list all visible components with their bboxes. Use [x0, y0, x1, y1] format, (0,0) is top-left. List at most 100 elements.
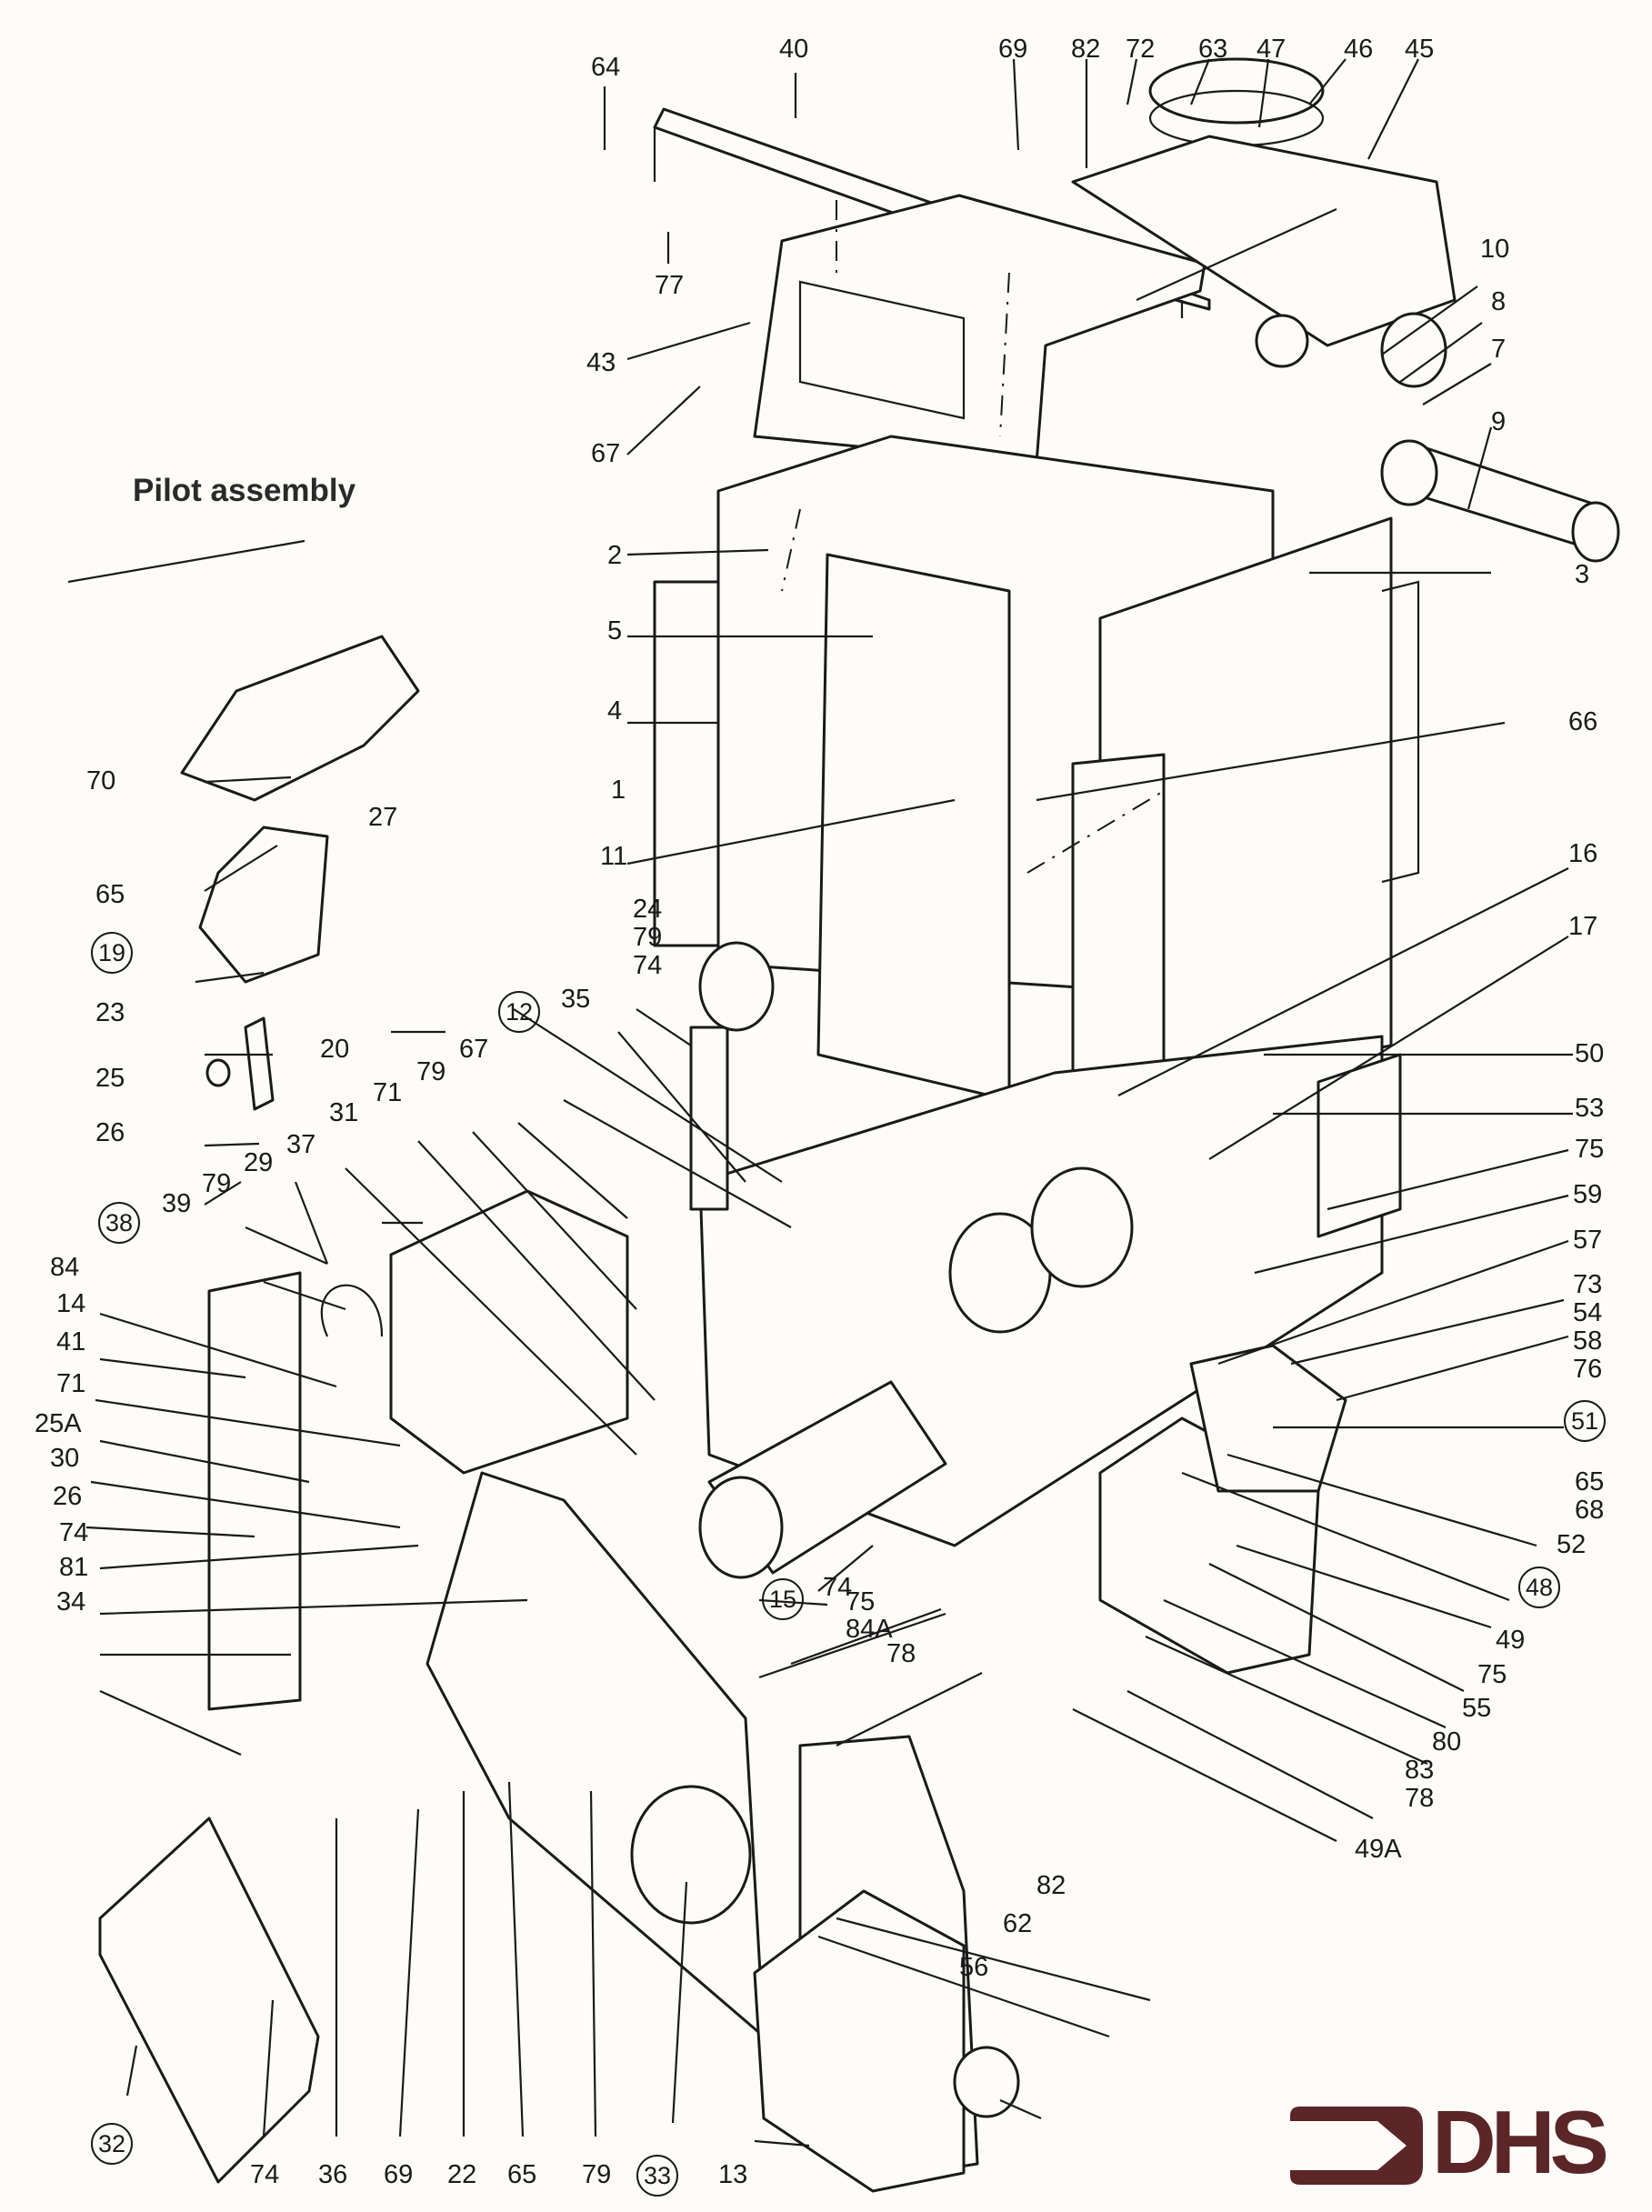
stack-line: 54: [1573, 1298, 1603, 1327]
part-label-39: 39: [162, 1189, 192, 1218]
part-label-79-b: 79: [202, 1169, 232, 1198]
part-label-75-b: 75: [1477, 1660, 1507, 1689]
part-label-53: 53: [1575, 1094, 1605, 1123]
gas-valve: [207, 1189, 629, 1711]
pipe-fittings: [1255, 312, 1620, 563]
part-label-5: 5: [607, 616, 623, 646]
part-label-52: 52: [1557, 1530, 1587, 1559]
part-label-17: 17: [1568, 912, 1598, 941]
part-label-75-a: 75: [1575, 1135, 1605, 1164]
part-label-56: 56: [959, 1953, 989, 1982]
leader-lines: [85, 58, 1573, 2147]
part-label-30: 30: [50, 1444, 80, 1473]
gas-pipe: [689, 941, 775, 1211]
part-label-38: 38: [98, 1202, 140, 1244]
flue-hood: [753, 194, 1206, 465]
stack-line: 78: [1405, 1784, 1435, 1813]
part-label-9: 9: [1491, 407, 1507, 436]
stack-line: 58: [1573, 1326, 1603, 1356]
part-label-81: 81: [59, 1553, 89, 1582]
dhs-logo-text: DHS: [1432, 2092, 1609, 2192]
part-label-80: 80: [1432, 1727, 1462, 1757]
stack-line: 76: [1573, 1355, 1603, 1384]
part-label-59: 59: [1573, 1180, 1603, 1209]
part-label-26: 26: [53, 1482, 83, 1511]
part-label-70: 70: [86, 766, 116, 796]
pilot-assembly-title: Pilot assembly: [133, 473, 356, 508]
part-label-29: 29: [244, 1148, 274, 1177]
part-label-37: 37: [286, 1130, 316, 1159]
part-label-78: 78: [886, 1639, 916, 1668]
part-label-84: 84: [50, 1253, 80, 1282]
part-label-69-bottom: 69: [384, 2160, 414, 2189]
part-label-31: 31: [329, 1098, 359, 1127]
part-label-64: 64: [591, 53, 621, 82]
part-label-15: 15: [762, 1578, 804, 1620]
cover-box: [98, 1817, 320, 2184]
part-label-48: 48: [1518, 1566, 1560, 1608]
part-label-79-c: 79: [582, 2160, 612, 2189]
part-label-10: 10: [1480, 235, 1510, 264]
part-label-14: 14: [56, 1289, 86, 1318]
part-label-74-c: 74: [250, 2160, 280, 2189]
part-label-3: 3: [1575, 560, 1590, 589]
part-label-75-c-vis: 75: [846, 1587, 876, 1616]
part-label-22: 22: [447, 2160, 477, 2189]
part-label-33: 33: [636, 2155, 678, 2197]
dhs-logo: DHS: [1287, 2097, 1632, 2187]
part-label-63: 63: [1198, 35, 1228, 64]
dhs-arrow-icon: [1290, 2107, 1423, 2185]
part-label-67-mid: 67: [459, 1035, 489, 1064]
stack-line: 24: [633, 895, 663, 924]
part-label-45: 45: [1405, 35, 1435, 64]
pilot-shield: [67, 539, 420, 1111]
part-label-26-pilot: 26: [95, 1118, 125, 1147]
stack-line: 73: [1573, 1270, 1603, 1299]
part-label-69-top: 69: [998, 35, 1028, 64]
part-label-66: 66: [1568, 707, 1598, 736]
part-label-12: 12: [498, 991, 540, 1033]
heat-exchanger: [653, 435, 1420, 1129]
part-label-51: 51: [1564, 1400, 1606, 1442]
part-label-13: 13: [718, 2160, 748, 2189]
part-label-74-b: 74: [823, 1573, 853, 1602]
part-label-79-a: 79: [416, 1057, 446, 1086]
part-label-72: 72: [1126, 35, 1156, 64]
part-label-71-b: 71: [56, 1369, 86, 1398]
part-label-16: 16: [1568, 839, 1598, 868]
part-label-71-a: 71: [373, 1078, 403, 1107]
part-label-11: 11: [600, 842, 628, 871]
part-label-43: 43: [586, 348, 616, 377]
part-label-84A: 84A: [846, 1615, 893, 1644]
part-label-7: 7: [1491, 335, 1507, 364]
part-label-55: 55: [1462, 1694, 1492, 1723]
part-label-20: 20: [320, 1035, 350, 1064]
part-label-62: 62: [1003, 1909, 1033, 1938]
stack-line: 74: [633, 951, 663, 980]
burner-tube: [698, 1380, 947, 1579]
part-label-25: 25: [95, 1064, 125, 1093]
part-label-40: 40: [779, 35, 809, 64]
part-label-stack-24-79-74: 24 79 74: [633, 896, 662, 980]
part-label-49A: 49A: [1355, 1835, 1402, 1864]
part-label-65-pilot: 65: [95, 880, 125, 909]
stack-line: 83: [1405, 1756, 1435, 1785]
mounting-plate: [426, 1471, 766, 2038]
part-label-25A: 25A: [35, 1409, 82, 1438]
flue-collar: [1071, 57, 1457, 347]
stack-line: 65: [1575, 1467, 1605, 1496]
part-label-77: 77: [655, 271, 685, 300]
control-box: [753, 1735, 1020, 2193]
part-label-32: 32: [91, 2123, 133, 2165]
part-label-35: 35: [561, 985, 591, 1014]
part-label-50: 50: [1575, 1039, 1605, 1068]
part-label-34: 34: [56, 1587, 86, 1616]
part-label-19: 19: [91, 932, 133, 974]
part-label-47: 47: [1257, 35, 1287, 64]
part-label-36: 36: [318, 2160, 348, 2189]
part-label-stack-65-68: 65 68: [1575, 1468, 1604, 1525]
part-label-74-a: 74: [59, 1518, 89, 1547]
part-label-46: 46: [1344, 35, 1374, 64]
part-label-stack-73-54-58-76: 73 54 58 76: [1573, 1271, 1602, 1384]
